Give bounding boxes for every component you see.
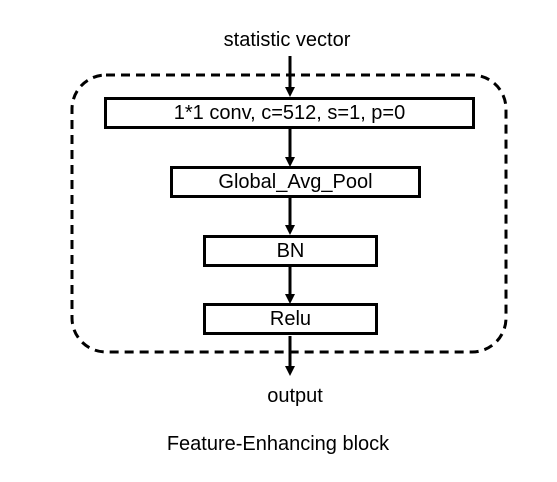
bn-box: BN [203, 235, 378, 267]
global-avg-pool-box: Global_Avg_Pool [170, 166, 421, 198]
output-label: output [267, 385, 323, 407]
input-label: statistic vector [223, 29, 351, 51]
relu-box: Relu [203, 303, 378, 335]
diagram-caption: Feature-Enhancing block [166, 433, 390, 455]
conv-layer-box: 1*1 conv, c=512, s=1, p=0 [104, 97, 475, 129]
